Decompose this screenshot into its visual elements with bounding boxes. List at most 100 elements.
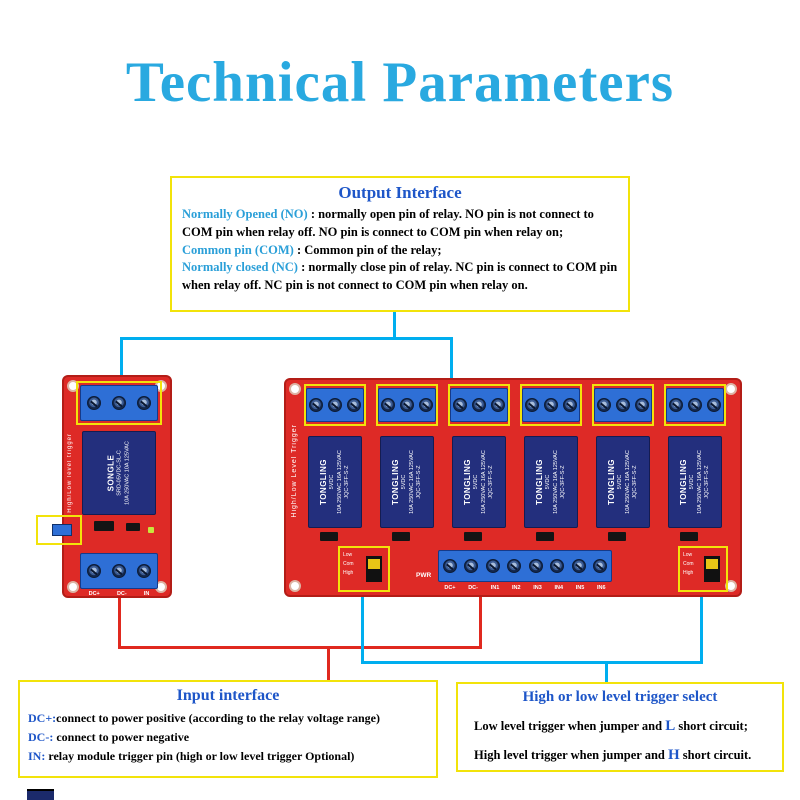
pin-label: DC+ (88, 591, 100, 597)
output-interface-callout: Output Interface Normally Opened (NO) : … (170, 176, 630, 312)
terminal-screw (464, 559, 479, 573)
trigger-jumper-highlight-right: Low Com High (678, 546, 728, 592)
high-trigger-post: short circuit. (679, 747, 752, 762)
pin-label: DC- (468, 585, 478, 591)
pin-label: High (343, 570, 354, 576)
component (464, 532, 482, 541)
dc-minus-lead: DC-: (28, 730, 54, 745)
terminal-screw (669, 398, 684, 412)
terminal-screw (346, 398, 361, 412)
high-trigger-pre: High level trigger when jumper and (474, 747, 668, 762)
terminal-screw (309, 398, 324, 412)
relay: TONGLING 5VDC 10A 250VAC 16A 125VAC JQC-… (668, 436, 722, 528)
mounting-hole (289, 580, 301, 592)
relay-model-text: SRD-05VDC-SL-C (117, 450, 124, 496)
output-terminal-highlight (376, 384, 438, 426)
relay: TONGLING 5VDC 10A 250VAC 16A 125VAC JQC-… (380, 436, 434, 528)
relay-voltage-text: 5VDC (689, 474, 696, 490)
mounting-hole (289, 383, 301, 395)
relay: SONGLE SRD-05VDC-SL-C 10A 250VAC 10A 125… (82, 431, 156, 515)
input-interface-title: Input interface (176, 687, 280, 704)
component (536, 532, 554, 541)
pin-label: Com (343, 561, 354, 567)
relay-label: TONGLING 5VDC 10A 250VAC 16A 125VAC JQC-… (463, 438, 495, 526)
jumper-pin-labels: Low Com High (343, 552, 354, 576)
output-terminal-highlight (76, 381, 162, 425)
relay-model-text: JQC-3FF-S-Z (559, 465, 566, 499)
output-terminal-block (80, 385, 158, 421)
relay-label: TONGLING 5VDC 10A 250VAC 16A 125VAC JQC-… (679, 438, 711, 526)
terminal-screw (593, 559, 608, 573)
terminal-screw (453, 398, 468, 412)
relay-model-text: JQC-3FF-S-Z (703, 465, 710, 499)
low-trigger-pre: Low level trigger when jumper and (474, 719, 666, 733)
pin-label: IN1 (490, 585, 500, 591)
trigger-select-callout: High or low level trigger select Low lev… (456, 682, 784, 772)
relay-brand-text: TONGLING (463, 458, 473, 506)
jumper-cap (366, 556, 382, 582)
relay-module-single: SONGLE SRD-05VDC-SL-C 10A 250VAC 10A 125… (36, 375, 172, 598)
input-terminal-block (438, 550, 612, 582)
low-trigger-post: short circuit; (675, 719, 748, 733)
output-interface-title: Output Interface (338, 183, 462, 202)
nc-lead: Normally closed (NC) (182, 260, 298, 275)
terminal-screw (507, 559, 522, 573)
output-interface-body: Normally Opened (NO) : normally open pin… (172, 203, 628, 295)
terminal-screw (485, 559, 500, 573)
component (94, 521, 114, 531)
jumper-cap (52, 524, 72, 536)
pin-label: High (683, 570, 694, 576)
terminal-screw (543, 398, 558, 412)
relay-label: TONGLING 5VDC 10A 250VAC 16A 125VAC JQC-… (535, 438, 567, 526)
trigger-jumper-highlight-left: Low Com High (338, 546, 390, 592)
output-terminal-highlight (592, 384, 654, 426)
relay-channel: TONGLING 5VDC 10A 250VAC 16A 125VAC JQC-… (304, 380, 366, 548)
terminal-screw (471, 398, 486, 412)
terminal-screw (111, 396, 126, 410)
relay-voltage-text: 5VDC (545, 474, 552, 490)
output-terminal-highlight (448, 384, 510, 426)
relay: TONGLING 5VDC 10A 250VAC 16A 125VAC JQC-… (596, 436, 650, 528)
component (680, 532, 698, 541)
terminal-screw (687, 398, 702, 412)
output-terminal-highlight (304, 384, 366, 426)
high-trigger-key: H (667, 746, 680, 763)
relay-brand-text: TONGLING (679, 458, 689, 506)
connector-line (327, 646, 330, 682)
no-lead: Normally Opened (NO) (182, 207, 308, 221)
pin-label: DC- (116, 591, 127, 597)
relay-voltage-text: 5VDC (617, 474, 624, 490)
trigger-side-label: High/Low level trigger (67, 433, 73, 513)
output-terminal-highlight (520, 384, 582, 426)
connector-line (120, 337, 123, 379)
connector-line (361, 590, 364, 663)
relay-rating-text: 10A 250VAC 16A 125VAC (552, 450, 559, 514)
trigger-select-title: High or low level trigger select (522, 689, 718, 705)
terminal-screw (706, 398, 721, 412)
terminal-screw (634, 398, 649, 412)
pin-label: IN5 (575, 585, 585, 591)
relay: TONGLING 5VDC 10A 250VAC 16A 125VAC JQC-… (308, 436, 362, 528)
terminal-screw (86, 564, 101, 578)
mounting-hole (725, 383, 737, 395)
connector-line (479, 596, 482, 648)
input-interface-body: DC+:connect to power positive (according… (20, 705, 436, 767)
low-trigger-key: L (665, 718, 676, 734)
terminal-screw (137, 564, 152, 578)
nc-text: : normally close pin of relay. NC pin is… (182, 260, 618, 292)
connector-line (361, 661, 703, 664)
relay-rating-text: 10A 250VAC 16A 125VAC (696, 450, 703, 514)
relay-brand-text: TONGLING (607, 458, 617, 506)
terminal-screw (550, 559, 565, 573)
com-text: : Common pin of the relay; (293, 242, 442, 257)
relay-voltage-text: 5VDC (401, 474, 408, 490)
relay-channel: TONGLING 5VDC 10A 250VAC 16A 125VAC JQC-… (448, 380, 510, 548)
relay-brand-text: SONGLE (106, 454, 116, 492)
relay-brand-text: TONGLING (391, 458, 401, 506)
pin-label: Com (683, 561, 694, 567)
relay-model-text: JQC-3FF-S-Z (415, 465, 422, 499)
pin-label: Low (343, 552, 353, 558)
terminal-screw (562, 398, 577, 412)
pwr-label: PWR (416, 572, 432, 579)
relay-brand-text: TONGLING (535, 458, 545, 506)
